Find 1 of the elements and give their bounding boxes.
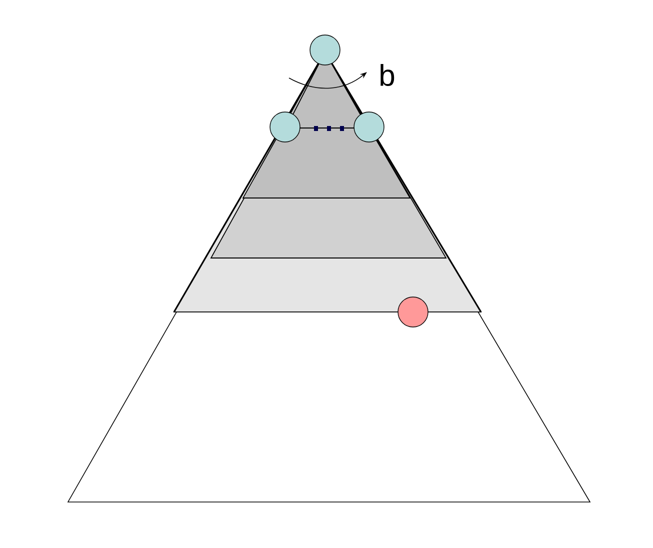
variable-label: b	[380, 64, 394, 86]
